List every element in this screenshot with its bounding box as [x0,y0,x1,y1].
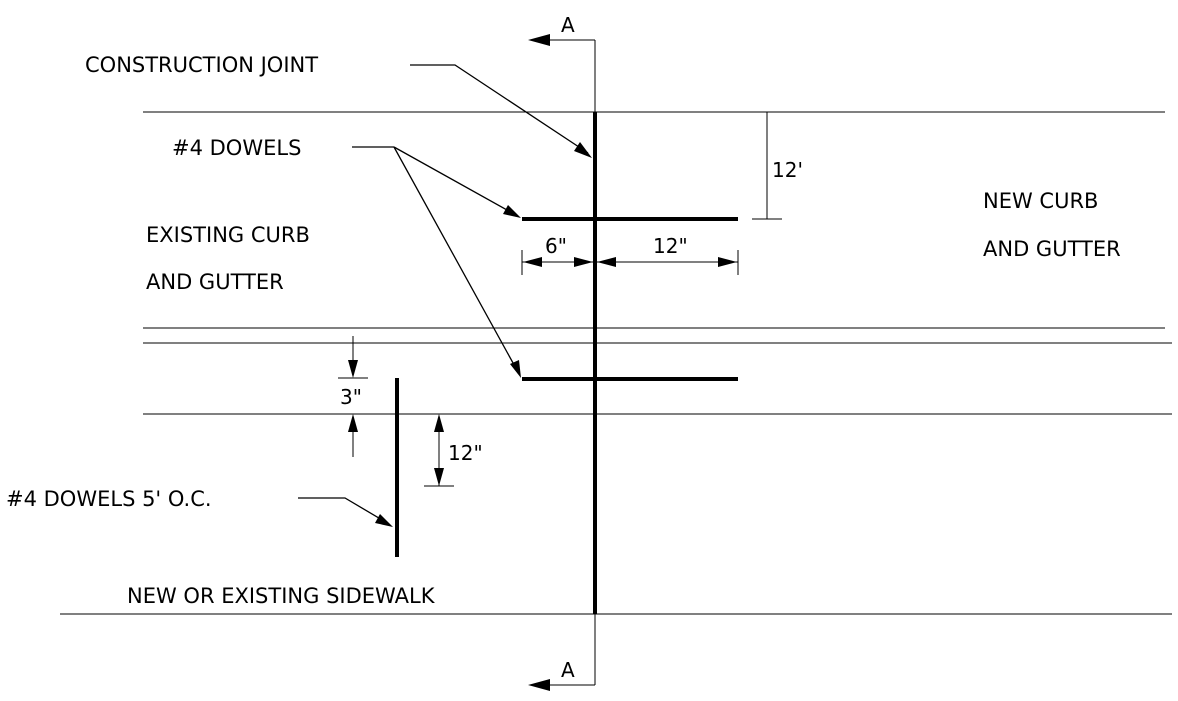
dimension-12in-bottom-arrow-icon [434,468,444,486]
dimension-right-text: 12" [653,234,688,258]
dowels-leader-lower [393,146,519,373]
new-curb-label-line2: AND GUTTER [983,237,1121,261]
dowels-leader-upper-arrow-icon [503,205,521,218]
dimension-left-arrow-end-icon [574,257,593,267]
dimension-sidewalk-dowel-length: 12" [424,414,483,487]
dowels-sidewalk-leader-arrow-icon [375,514,393,527]
dimension-dowel-lengths: 6" 12" [521,234,739,275]
construction-joint-leader-arrow-icon [574,142,592,158]
existing-curb-label-line1: EXISTING CURB [146,223,310,247]
dimension-left-text: 6" [545,234,567,258]
section-cut-line: A A [528,13,596,691]
new-curb-label-line1: NEW CURB [983,189,1098,213]
dimension-3in-upper-arrow-icon [348,360,358,378]
dimension-12in-text: 12" [448,441,483,465]
dowels-sidewalk-label: #4 DOWELS 5' O.C. [6,487,212,511]
dimension-dowel-offset-text: 12' [772,158,803,182]
dowels-leader-lower-arrow-icon [510,360,521,378]
dimension-3in-text: 3" [340,385,362,409]
section-marker-bottom: A [561,658,575,682]
dowels-leader-upper [393,146,517,216]
section-marker-top: A [561,13,575,37]
dimension-dowel-offset: 12' [752,112,803,220]
existing-curb-label-line2: AND GUTTER [146,270,284,294]
construction-joint-leader [410,64,589,154]
dimension-right-arrow-end-icon [718,257,737,267]
dimension-right-arrow-start-icon [597,257,616,267]
dowels-top-label: #4 DOWELS [172,136,301,160]
dimension-3in-lower-arrow-icon [348,414,358,432]
dimension-12in-top-arrow-icon [434,414,444,432]
section-arrow-bottom-icon [528,679,550,691]
edge-lines [60,111,1172,615]
dowels-sidewalk-leader [298,497,390,525]
section-arrow-top-icon [528,34,550,46]
sidewalk-label: NEW OR EXISTING SIDEWALK [127,584,436,608]
dimension-left-arrow-start-icon [523,257,542,267]
construction-joint-label: CONSTRUCTION JOINT [85,53,318,77]
dimension-sidewalk-dowel-offset: 3" [338,336,368,457]
